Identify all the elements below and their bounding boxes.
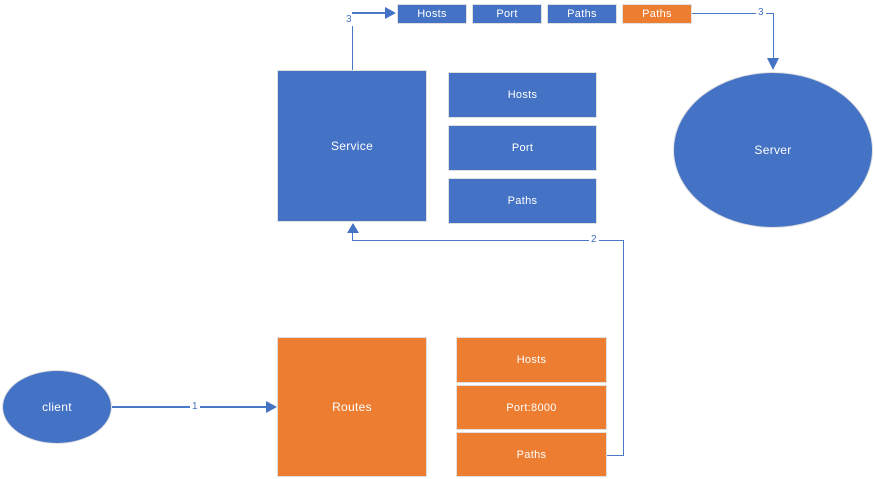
connector-service-to-toprow-arrowhead-icon bbox=[385, 7, 396, 19]
connector-routes-to-service-top-segment bbox=[352, 240, 624, 241]
top-row-paths-orange-box: Paths bbox=[622, 4, 692, 24]
connector-toprow-to-server-vertical-segment bbox=[773, 13, 774, 58]
connector-label-2: 2 bbox=[589, 234, 599, 246]
connector-service-to-toprow-horizontal-segment bbox=[352, 12, 386, 14]
connector-client-to-routes-arrowhead-icon bbox=[266, 401, 277, 413]
connector-routes-to-service-bottom-segment bbox=[607, 455, 624, 456]
connector-label-1: 1 bbox=[190, 401, 200, 413]
connector-label-3a: 3 bbox=[344, 14, 354, 26]
client-node: client bbox=[2, 370, 112, 444]
connector-service-to-toprow-vertical-segment bbox=[352, 13, 353, 70]
routes-port-box: Port:8000 bbox=[456, 385, 607, 430]
top-row-hosts-box: Hosts bbox=[397, 4, 467, 24]
top-row-port-box: Port bbox=[472, 4, 542, 24]
service-node: Service bbox=[277, 70, 427, 222]
connector-routes-to-service-vertical-segment bbox=[623, 240, 624, 456]
connector-toprow-to-server-arrowhead-icon bbox=[767, 58, 779, 70]
connector-label-3b: 3 bbox=[756, 7, 766, 19]
server-node: Server bbox=[673, 72, 873, 228]
routes-node: Routes bbox=[277, 337, 427, 477]
routes-hosts-box: Hosts bbox=[456, 337, 607, 383]
connector-routes-to-service-stub bbox=[352, 232, 353, 240]
service-paths-box: Paths bbox=[448, 178, 597, 224]
service-port-box: Port bbox=[448, 125, 597, 171]
connector-toprow-to-server-horizontal-segment bbox=[692, 13, 773, 14]
connector-routes-to-service-arrowhead-icon bbox=[347, 223, 359, 233]
top-row-paths-blue-box: Paths bbox=[547, 4, 617, 24]
routes-paths-box: Paths bbox=[456, 432, 607, 477]
service-hosts-box: Hosts bbox=[448, 72, 597, 118]
